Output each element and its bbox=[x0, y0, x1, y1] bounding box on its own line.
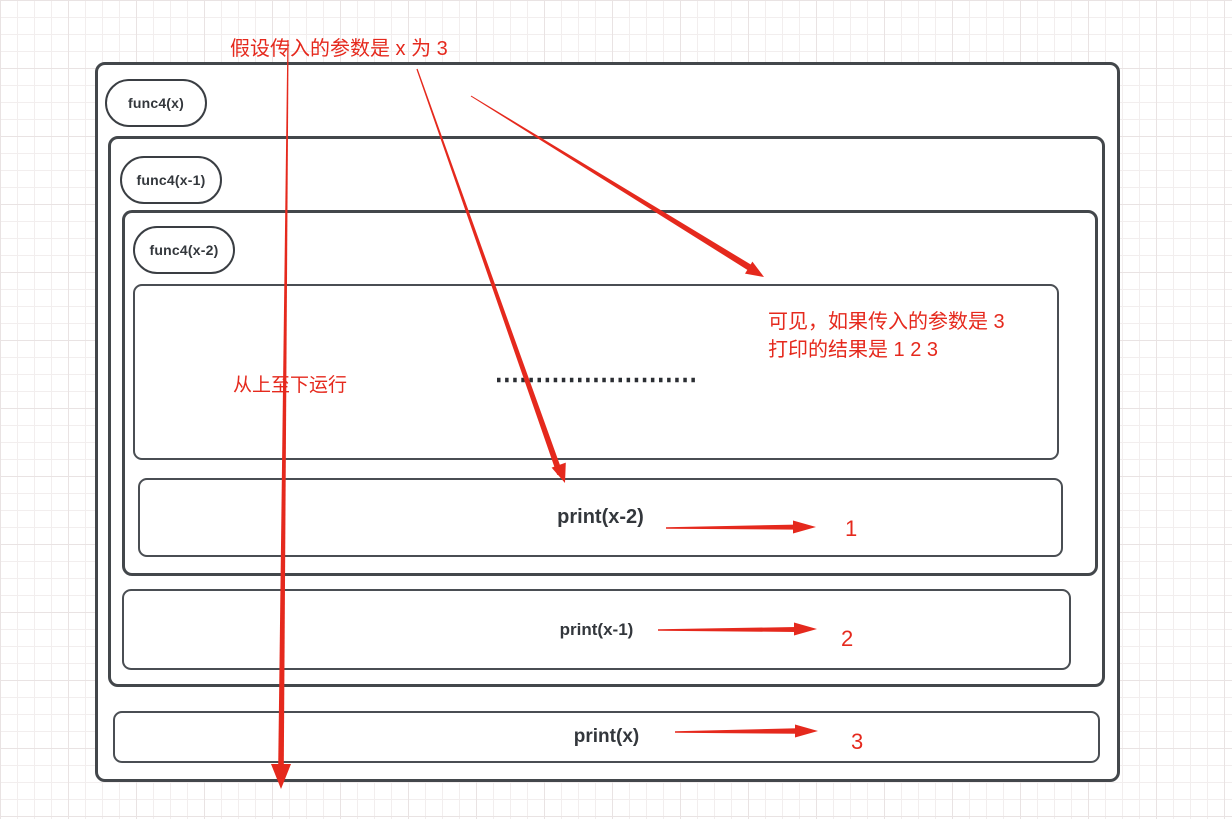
print-x2-box: print(x-2) bbox=[138, 478, 1063, 557]
call-frame-middle-label-pill: func4(x-1) bbox=[120, 156, 222, 204]
call-frame-outer-label: func4(x) bbox=[127, 95, 185, 111]
call-frame-inner-label: func4(x-2) bbox=[149, 242, 219, 258]
step-number-2: 2 bbox=[841, 626, 854, 651]
call-frame-inner-label-pill: func4(x-2) bbox=[133, 226, 235, 274]
call-frame-middle-label: func4(x-1) bbox=[136, 172, 206, 188]
print-x2-label: print(x-2) bbox=[557, 506, 644, 528]
top-assumption-note: 假设传入的参数是 x 为 3 bbox=[230, 38, 448, 60]
print-x-box: print(x) bbox=[113, 711, 1100, 763]
print-x1-label: print(x-1) bbox=[559, 619, 634, 639]
result-note-line2: 打印的结果是 1 2 3 bbox=[768, 339, 939, 361]
result-note-line1: 可见，如果传入的参数是 3 bbox=[768, 311, 1005, 333]
print-x1-box: print(x-1) bbox=[122, 589, 1071, 670]
call-frame-outer-label-pill: func4(x) bbox=[105, 79, 207, 127]
flow-direction-note: 从上至下运行 bbox=[233, 375, 348, 396]
step-number-3: 3 bbox=[851, 729, 864, 754]
step-number-1: 1 bbox=[845, 516, 858, 541]
print-x-label: print(x) bbox=[573, 726, 640, 747]
